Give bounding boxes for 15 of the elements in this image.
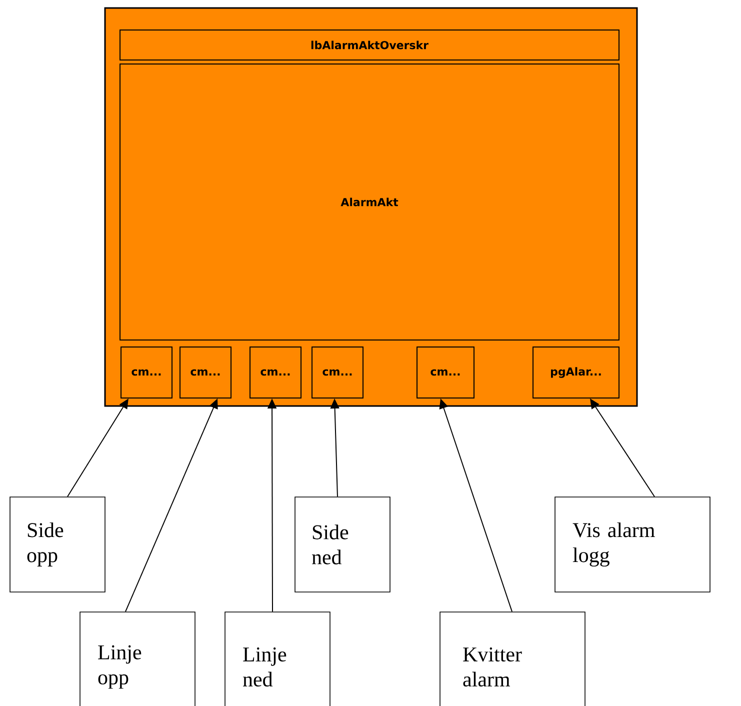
form-button: cm...	[312, 346, 364, 398]
callout-box: Linje opp	[80, 612, 196, 706]
form-button: cm...	[180, 346, 232, 398]
callout-box: Side opp	[10, 496, 106, 592]
callout-box: Vis alarm logg	[554, 496, 710, 592]
callout-box: Side ned	[294, 496, 390, 592]
form-button: cm...	[416, 346, 474, 398]
callout-box: Linje ned	[224, 612, 330, 706]
form-button: cm...	[250, 346, 302, 398]
form-field: lbAlarmAktOverskr	[120, 30, 620, 60]
callout-box: Kvitter alarm	[440, 612, 586, 706]
form-panel	[104, 7, 638, 407]
form-field: AlarmAkt	[120, 64, 620, 340]
form-button: pgAlar...	[532, 346, 620, 398]
form-button: cm...	[120, 346, 172, 398]
